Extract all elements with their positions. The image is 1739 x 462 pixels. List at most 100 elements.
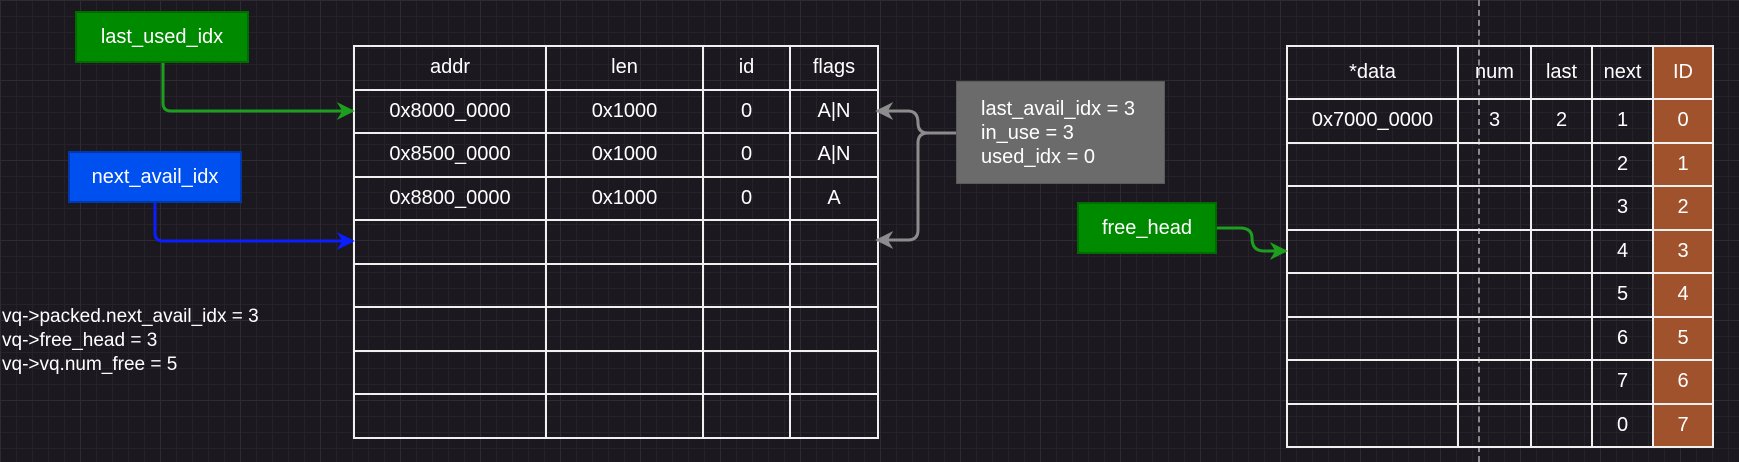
free-head-arrow xyxy=(1217,226,1288,260)
table-cell xyxy=(789,262,879,308)
table-cell: 0 xyxy=(702,132,791,178)
table-cell: 0 xyxy=(702,88,791,134)
table-cell xyxy=(1457,141,1532,187)
table-cell: 1 xyxy=(1652,141,1714,187)
table-cell xyxy=(353,349,547,395)
table-cell xyxy=(545,306,704,352)
table-cell xyxy=(789,349,879,395)
table-cell xyxy=(1286,141,1459,187)
table-cell: 3 xyxy=(1591,185,1654,231)
table-cell xyxy=(702,306,791,352)
column-header: flags xyxy=(789,45,879,91)
table-cell xyxy=(1530,359,1593,405)
column-header: addr xyxy=(353,45,547,91)
table-cell: 0x8000_0000 xyxy=(353,88,547,134)
table-cell: 0x1000 xyxy=(545,132,704,178)
vq-line-num-free: vq->vq.num_free = 5 xyxy=(2,354,178,375)
table-cell xyxy=(789,219,879,265)
status-line-used-idx: used_idx = 0 xyxy=(981,145,1095,168)
descriptor-row xyxy=(353,393,879,439)
table-cell: 0x1000 xyxy=(545,175,704,221)
table-cell xyxy=(353,262,547,308)
table-cell: 0x1000 xyxy=(545,88,704,134)
column-header: ID xyxy=(1652,45,1714,100)
table-cell xyxy=(702,349,791,395)
table-cell xyxy=(1286,272,1459,318)
table-cell: 0 xyxy=(1652,98,1714,144)
descriptor-row xyxy=(353,306,879,352)
table-cell xyxy=(1530,141,1593,187)
table-cell xyxy=(545,393,704,439)
status-line-in-use: in_use = 3 xyxy=(981,121,1074,144)
table-cell xyxy=(1286,315,1459,361)
table-cell xyxy=(545,219,704,265)
column-header: id xyxy=(702,45,791,91)
next-avail-arrow xyxy=(153,203,355,250)
table-cell xyxy=(1286,402,1459,448)
table-cell xyxy=(1286,185,1459,231)
table-cell: 0x8500_0000 xyxy=(353,132,547,178)
table-cell xyxy=(1530,402,1593,448)
table-cell xyxy=(1530,185,1593,231)
last-used-idx-label: last_used_idx xyxy=(75,11,249,63)
table-cell xyxy=(789,306,879,352)
table-cell: 0 xyxy=(702,175,791,221)
table-cell xyxy=(702,262,791,308)
table-cell: 7 xyxy=(1591,359,1654,405)
table-cell: 6 xyxy=(1591,315,1654,361)
table-cell xyxy=(1530,272,1593,318)
vq-line-free-head: vq->free_head = 3 xyxy=(2,330,158,351)
table-cell xyxy=(1457,185,1532,231)
table-cell: 2 xyxy=(1652,185,1714,231)
descriptor-row xyxy=(353,262,879,308)
table-cell xyxy=(789,393,879,439)
table-cell xyxy=(702,393,791,439)
table-cell xyxy=(1286,228,1459,274)
table-cell: 4 xyxy=(1591,228,1654,274)
table-cell xyxy=(545,262,704,308)
table-cell xyxy=(353,306,547,352)
column-header: *data xyxy=(1286,45,1459,100)
table-cell xyxy=(1530,315,1593,361)
used-idx-arrow xyxy=(875,131,956,249)
status-line-last-avail: last_avail_idx = 3 xyxy=(981,97,1135,120)
last-avail-arrow xyxy=(875,102,956,135)
column-header: next xyxy=(1591,45,1654,100)
descriptor-row xyxy=(353,349,879,395)
table-cell: A|N xyxy=(789,132,879,178)
table-cell: A|N xyxy=(789,88,879,134)
table-cell: 0 xyxy=(1591,402,1654,448)
table-cell xyxy=(545,349,704,395)
descriptor-row xyxy=(353,219,879,265)
vq-state-text: vq->packed.next_avail_idx = 3 vq->free_h… xyxy=(2,305,259,377)
column-header: len xyxy=(545,45,704,91)
column-header: num xyxy=(1457,45,1532,100)
last-used-arrow xyxy=(161,63,355,120)
table-cell xyxy=(1530,228,1593,274)
free-head-text: free_head xyxy=(1101,216,1193,239)
table-cell: 5 xyxy=(1591,272,1654,318)
table-cell: 0x8800_0000 xyxy=(353,175,547,221)
table-cell xyxy=(1457,228,1532,274)
table-cell: 4 xyxy=(1652,272,1714,318)
table-cell: 2 xyxy=(1530,98,1593,144)
last-used-idx-text: last_used_idx xyxy=(100,25,224,48)
table-cell: 3 xyxy=(1652,228,1714,274)
table-cell: 6 xyxy=(1652,359,1714,405)
table-cell xyxy=(1457,272,1532,318)
table-cell: 2 xyxy=(1591,141,1654,187)
status-box: last_avail_idx = 3 in_use = 3 used_idx =… xyxy=(956,81,1165,184)
table-cell xyxy=(1457,402,1532,448)
